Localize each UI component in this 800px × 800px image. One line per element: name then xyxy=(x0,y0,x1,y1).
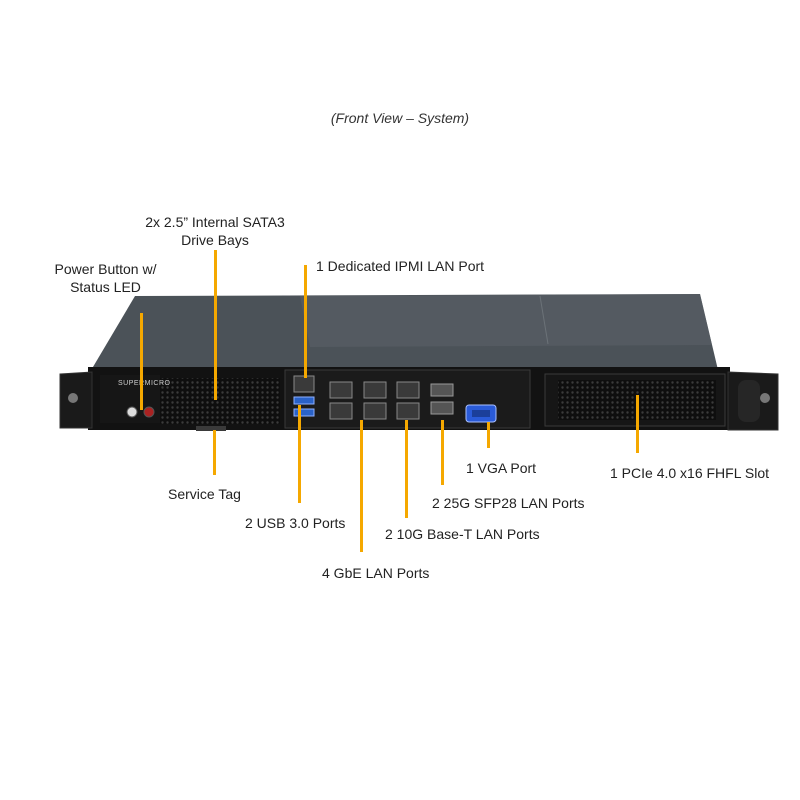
leader-power-button xyxy=(140,313,143,410)
usb-port-2 xyxy=(293,408,315,417)
gbe-port-3 xyxy=(363,381,387,399)
callout-sfp: 2 25G SFP28 LAN Ports xyxy=(432,495,585,511)
usb-port-1 xyxy=(293,396,315,405)
ipmi-port xyxy=(293,375,315,393)
brand-logo: SUPERMICRO xyxy=(118,380,171,387)
callout-vga: 1 VGA Port xyxy=(466,460,537,476)
callout-usb: 2 USB 3.0 Ports xyxy=(245,515,346,531)
sfp-port-1 xyxy=(430,383,454,397)
callout-drive-bays: 2x 2.5” Internal SATA3 Drive Bays xyxy=(145,214,285,248)
leader-service-tag xyxy=(213,430,216,475)
gbe-port-1 xyxy=(329,381,353,399)
gbe-port-2 xyxy=(329,402,353,420)
callout-power-button: Power Button w/ Status LED xyxy=(54,261,157,295)
leader-ipmi xyxy=(304,265,307,378)
10g-port-2 xyxy=(396,402,420,420)
leader-10g xyxy=(405,420,408,518)
service-tag xyxy=(196,426,226,431)
callout-gbe: 4 GbE LAN Ports xyxy=(322,565,430,581)
callout-service-tag: Service Tag xyxy=(168,486,241,502)
10g-port-1 xyxy=(396,381,420,399)
leader-sfp xyxy=(441,420,444,485)
power-button-icon xyxy=(126,406,138,418)
leader-usb xyxy=(298,405,301,503)
sfp-port-2 xyxy=(430,401,454,415)
status-led-icon xyxy=(143,406,155,418)
drive-bay-vent xyxy=(160,378,280,424)
callout-ipmi: 1 Dedicated IPMI LAN Port xyxy=(316,258,485,274)
leader-vga xyxy=(487,422,490,448)
callout-10g: 2 10G Base-T LAN Ports xyxy=(385,526,540,542)
view-title: (Front View – System) xyxy=(330,110,470,126)
leader-pcie xyxy=(636,395,639,453)
leader-drive-bays xyxy=(214,250,217,400)
gbe-port-4 xyxy=(363,402,387,420)
callout-pcie: 1 PCIe 4.0 x16 FHFL Slot xyxy=(610,465,769,481)
leader-gbe xyxy=(360,420,363,552)
